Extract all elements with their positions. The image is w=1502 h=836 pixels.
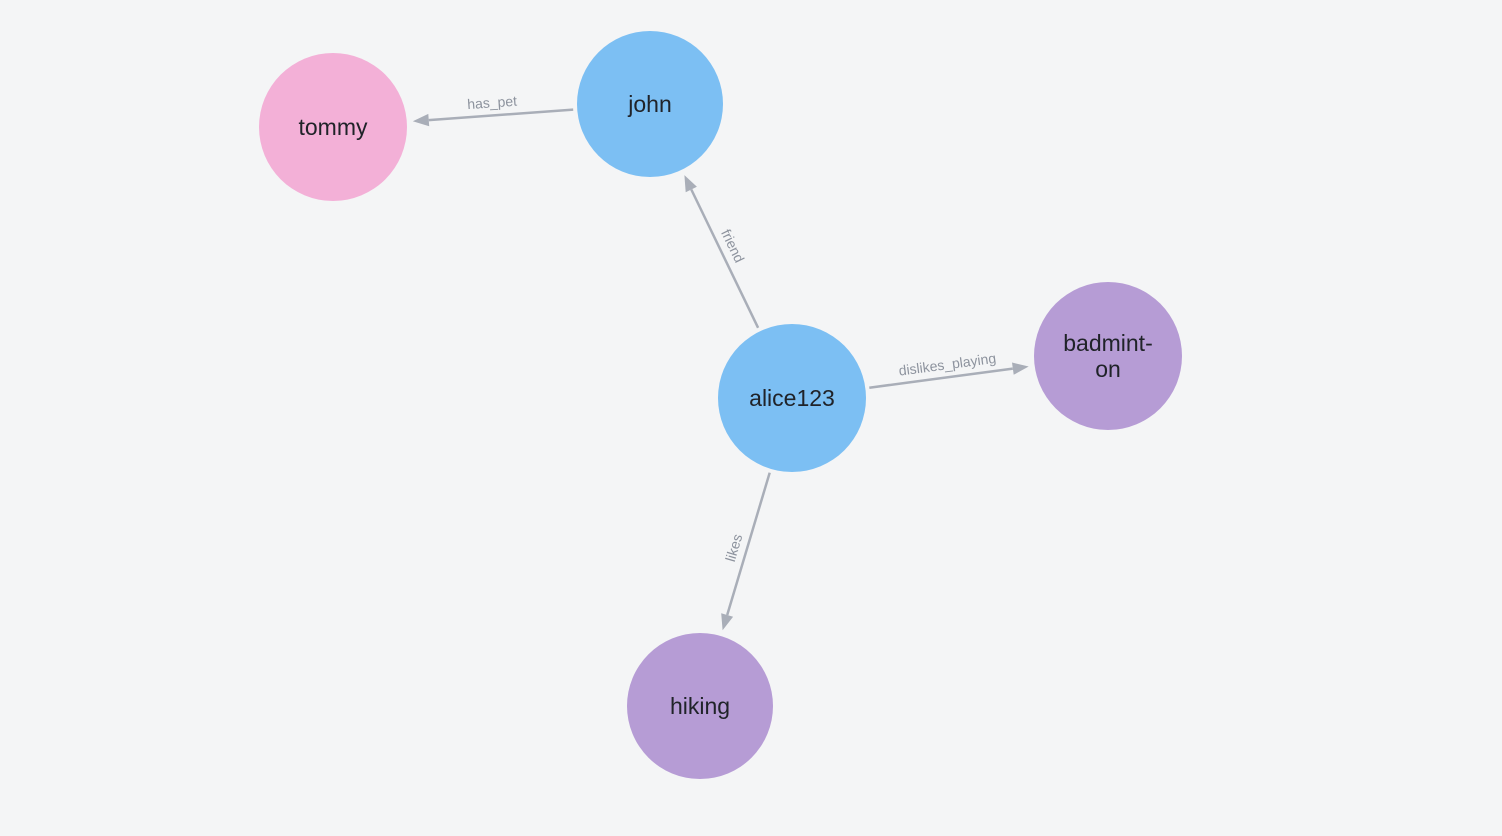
edge-likes-arrowhead-icon (721, 613, 734, 631)
node-alice123[interactable]: alice123 (718, 324, 866, 472)
edge-dislikes-playing-line (869, 367, 1013, 389)
edge-friend-arrowhead-icon (684, 175, 697, 193)
edge-has-pet-arrowhead-icon (412, 113, 430, 127)
node-john[interactable]: john (577, 31, 723, 177)
node-john-circle (577, 31, 723, 177)
node-hiking-circle (627, 633, 773, 779)
edge-likes-label: likes (722, 532, 745, 563)
node-badminton[interactable]: badmint-on (1034, 282, 1182, 430)
node-alice123-circle (718, 324, 866, 472)
node-tommy[interactable]: tommy (259, 53, 407, 201)
edge-friend[interactable]: friend (684, 175, 760, 329)
edge-likes-line (726, 472, 771, 616)
node-tommy-circle (259, 53, 407, 201)
edge-dislikes-playing-arrowhead-icon (1012, 362, 1029, 375)
edge-likes[interactable]: likes (721, 472, 771, 631)
node-badminton-circle (1034, 282, 1182, 430)
edge-has-pet-line (428, 108, 574, 122)
edge-has-pet[interactable]: has_pet (412, 93, 574, 127)
edge-dislikes-playing-label: dislikes_playing (898, 350, 997, 379)
edge-dislikes-playing[interactable]: dislikes_playing (869, 350, 1029, 389)
node-hiking[interactable]: hiking (627, 633, 773, 779)
edge-friend-label: friend (718, 227, 748, 266)
edge-friend-line (690, 188, 760, 329)
edge-has-pet-label: has_pet (467, 93, 518, 113)
